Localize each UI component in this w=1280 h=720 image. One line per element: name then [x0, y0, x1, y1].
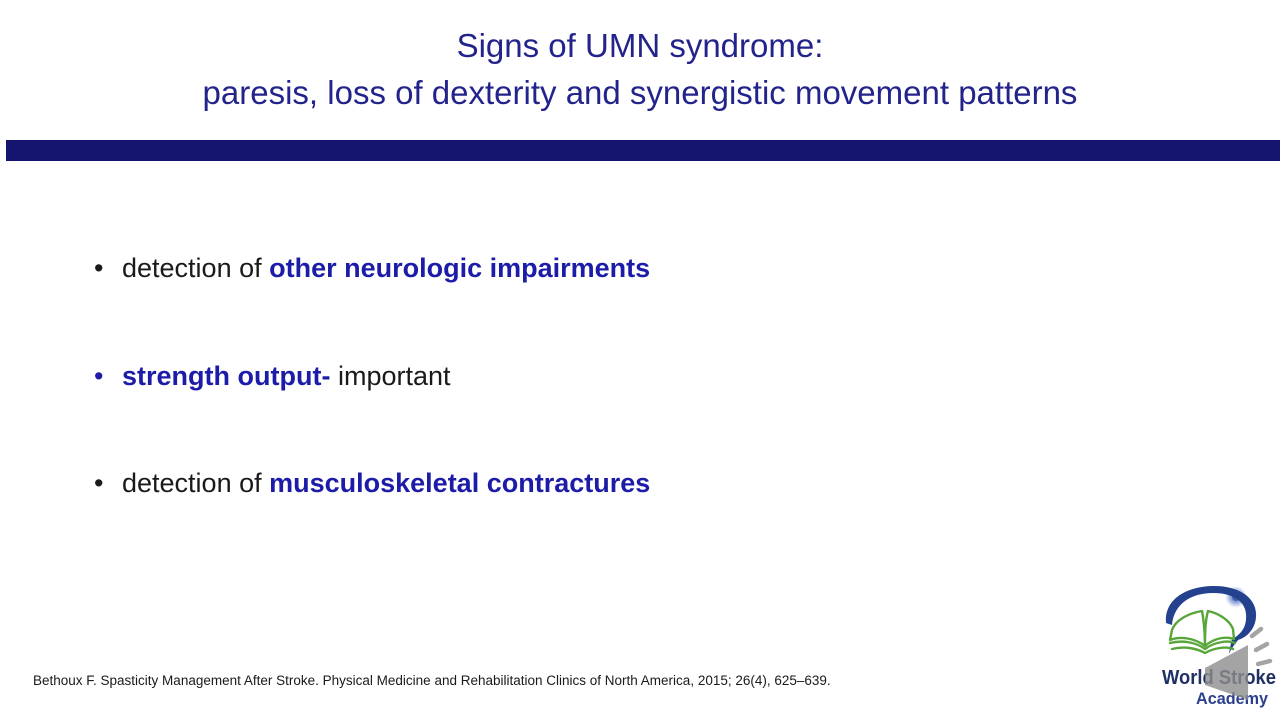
- bullet-1-prefix: detection of: [122, 253, 270, 283]
- bullet-3-prefix: detection of: [122, 468, 270, 498]
- logo-wordmark-line2: Academy: [1196, 689, 1269, 708]
- bullet-dot-icon: •: [94, 361, 104, 391]
- bullet-item-3: • detection of musculoskeletal contractur…: [94, 465, 650, 501]
- bullet-dot-icon: •: [94, 468, 104, 498]
- bullet-2-emphasis: strength output-: [122, 361, 331, 391]
- bullet-3-emphasis: musculoskeletal contractures: [269, 468, 651, 498]
- citation-text: Bethoux F. Spasticity Management After S…: [33, 673, 831, 688]
- bullet-2-suffix: important: [330, 361, 451, 391]
- slide-title: Signs of UMN syndrome: paresis, loss of …: [0, 22, 1280, 116]
- slide-title-line2: paresis, loss of dexterity and synergist…: [202, 74, 1078, 111]
- bullet-item-1: • detection of other neurologic impairmen…: [94, 250, 650, 286]
- open-book-icon: [1168, 609, 1237, 655]
- audio-speaker-icon[interactable]: [1198, 622, 1274, 706]
- title-divider-bar: [6, 140, 1280, 161]
- bullet-1-emphasis: other neurologic impairments: [269, 253, 651, 283]
- bullet-dot-icon: •: [94, 253, 104, 283]
- slide-title-line1: Signs of UMN syndrome:: [456, 27, 824, 64]
- bullet-item-2: • strength output- important: [94, 358, 451, 394]
